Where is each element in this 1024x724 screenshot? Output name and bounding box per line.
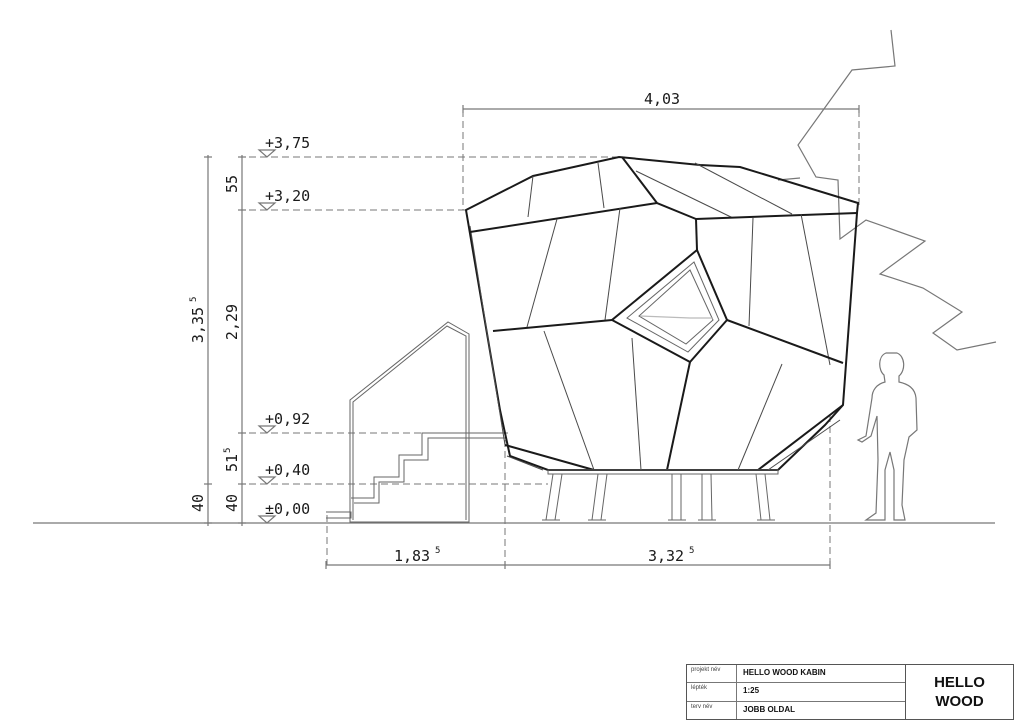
svg-text:+0,92: +0,92: [265, 410, 310, 428]
scale-value: 1:25: [743, 686, 760, 696]
svg-text:5: 5: [689, 546, 694, 556]
title-row-scale: lépték 1:25: [687, 683, 905, 702]
scale-label: lépték: [687, 683, 737, 701]
vertical-dimension-outer: [204, 155, 212, 526]
svg-text:+3,20: +3,20: [265, 187, 310, 205]
svg-text:1,83: 1,83: [394, 547, 430, 565]
hello-wood-logo: HELLO WOOD: [906, 665, 1013, 719]
level-reference-lines: [238, 156, 625, 485]
svg-text:+3,75: +3,75: [265, 134, 310, 152]
plan-name-label: terv név: [687, 701, 737, 719]
support-posts: [542, 473, 775, 521]
level-marker-040: +0,40: [257, 461, 310, 485]
title-row-plan: terv név JOBB OLDAL: [687, 701, 905, 719]
faceted-cabin: [464, 155, 860, 475]
dim-bottom-chain: [325, 415, 831, 569]
level-marker-375: +3,75: [257, 134, 310, 158]
svg-text:5: 5: [223, 448, 233, 453]
plan-name-value: JOBB OLDAL: [743, 704, 795, 714]
title-row-project: projekt név HELLO WOOD KABIN: [687, 665, 905, 684]
svg-text:5: 5: [189, 297, 199, 302]
vertical-dimension-inner: [238, 155, 246, 526]
svg-text:5: 5: [435, 546, 440, 556]
logo-line-2: WOOD: [935, 693, 984, 710]
level-marker-092: +0,92: [257, 410, 310, 434]
title-block-fields: projekt név HELLO WOOD KABIN lépték 1:25…: [687, 665, 906, 719]
svg-text:3,35: 3,35: [189, 307, 207, 343]
dim-outer-total: 3,35 5: [189, 297, 207, 343]
dim-bottom-right: 3,32 5: [648, 546, 694, 565]
dim-inner-base: 40: [223, 494, 241, 512]
level-marker-320: +3,20: [257, 187, 310, 211]
title-block: projekt név HELLO WOOD KABIN lépték 1:25…: [686, 664, 1014, 720]
project-name-value: HELLO WOOD KABIN: [743, 668, 826, 677]
svg-text:+0,40: +0,40: [265, 461, 310, 479]
dim-bottom-left: 1,83 5: [394, 546, 440, 565]
svg-text:51: 51: [223, 454, 241, 472]
level-marker-000: ±0,00: [257, 500, 310, 524]
logo-line-1: HELLO: [934, 674, 985, 691]
project-name-label: projekt név: [687, 665, 737, 683]
dim-inner-top: 55: [223, 175, 241, 193]
dim-inner-mid: 2,29: [223, 304, 241, 340]
svg-text:±0,00: ±0,00: [265, 500, 310, 518]
svg-text:3,32: 3,32: [648, 547, 684, 565]
stair-annex: [326, 321, 505, 523]
dim-overall-width: 4,03: [462, 90, 860, 210]
tree-outline: [797, 29, 997, 351]
dim-inner-stair: 51 5: [223, 448, 241, 472]
dim-outer-base: 40: [189, 494, 207, 512]
svg-text:4,03: 4,03: [644, 90, 680, 108]
human-scale-figure: [856, 352, 918, 521]
